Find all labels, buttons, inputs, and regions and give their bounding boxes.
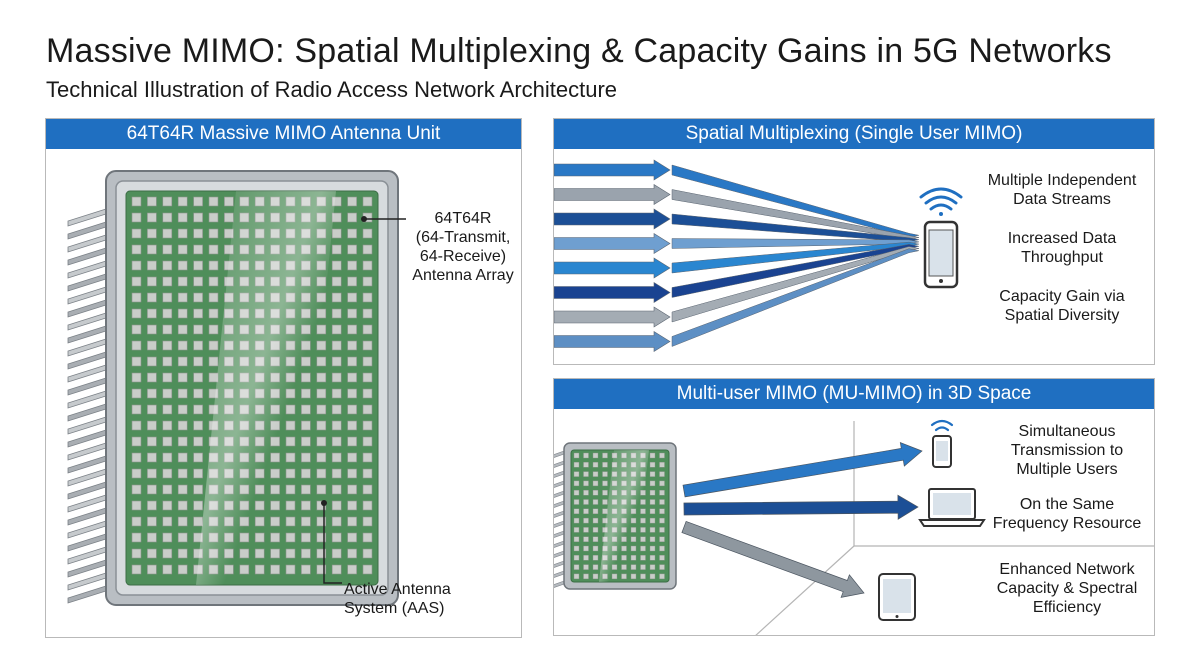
data-stream-arrow bbox=[554, 183, 920, 240]
data-stream-arrow bbox=[554, 244, 920, 304]
data-streams-illustration bbox=[554, 159, 963, 353]
data-stream-arrow bbox=[554, 246, 920, 328]
user-beam-arrow bbox=[683, 494, 919, 520]
data-stream-arrow bbox=[554, 248, 920, 353]
smartphone-icon bbox=[923, 220, 959, 289]
spatial-multiplexing-panel: Spatial Multiplexing (Single User MIMO) … bbox=[553, 118, 1155, 365]
smartphone-icon bbox=[932, 435, 952, 468]
simultaneous-transmission-label: Simultaneous Transmission to Multiple Us… bbox=[1010, 423, 1124, 478]
wifi-icon bbox=[919, 187, 963, 216]
aas-label: Active Antenna System (AAS) bbox=[344, 581, 451, 617]
throughput-label: Increased Data Throughput bbox=[1007, 230, 1117, 266]
laptop-icon bbox=[918, 488, 986, 527]
main-title: Massive MIMO: Spatial Multiplexing & Cap… bbox=[46, 32, 1112, 70]
data-stream-arrow bbox=[554, 232, 920, 255]
antenna-unit-illustration bbox=[67, 170, 406, 606]
user-beam-arrow bbox=[682, 441, 923, 498]
independent-streams-label: Multiple Independent Data Streams bbox=[987, 172, 1137, 208]
enhanced-capacity-label: Enhanced Network Capacity & Spectral Eff… bbox=[996, 561, 1138, 616]
antenna-array-label: 64T64R (64-Transmit, 64-Receive) Antenna… bbox=[412, 210, 514, 284]
heat-sink-fins bbox=[67, 208, 107, 604]
user-beam-arrow bbox=[681, 520, 865, 598]
mu-mimo-header: Multi-user MIMO (MU-MIMO) in 3D Space bbox=[554, 379, 1154, 409]
spatial-multiplexing-header: Spatial Multiplexing (Single User MIMO) bbox=[554, 119, 1154, 149]
wifi-icon bbox=[930, 419, 954, 432]
antenna-unit-header: 64T64R Massive MIMO Antenna Unit bbox=[46, 119, 521, 149]
subtitle: Technical Illustration of Radio Access N… bbox=[46, 77, 618, 102]
mu-mimo-panel: Multi-user MIMO (MU-MIMO) in 3D Space bbox=[553, 378, 1155, 636]
same-frequency-label: On the Same Frequency Resource bbox=[992, 496, 1142, 532]
mu-mimo-illustration bbox=[554, 419, 1154, 635]
antenna-unit-panel: 64T64R Massive MIMO Antenna Unit 64T64R … bbox=[45, 118, 522, 638]
mini-heat-sink-fins bbox=[554, 450, 565, 588]
capacity-gain-label: Capacity Gain via Spatial Diversity bbox=[999, 288, 1125, 324]
tablet-icon bbox=[878, 573, 916, 621]
data-stream-arrow bbox=[554, 159, 920, 238]
